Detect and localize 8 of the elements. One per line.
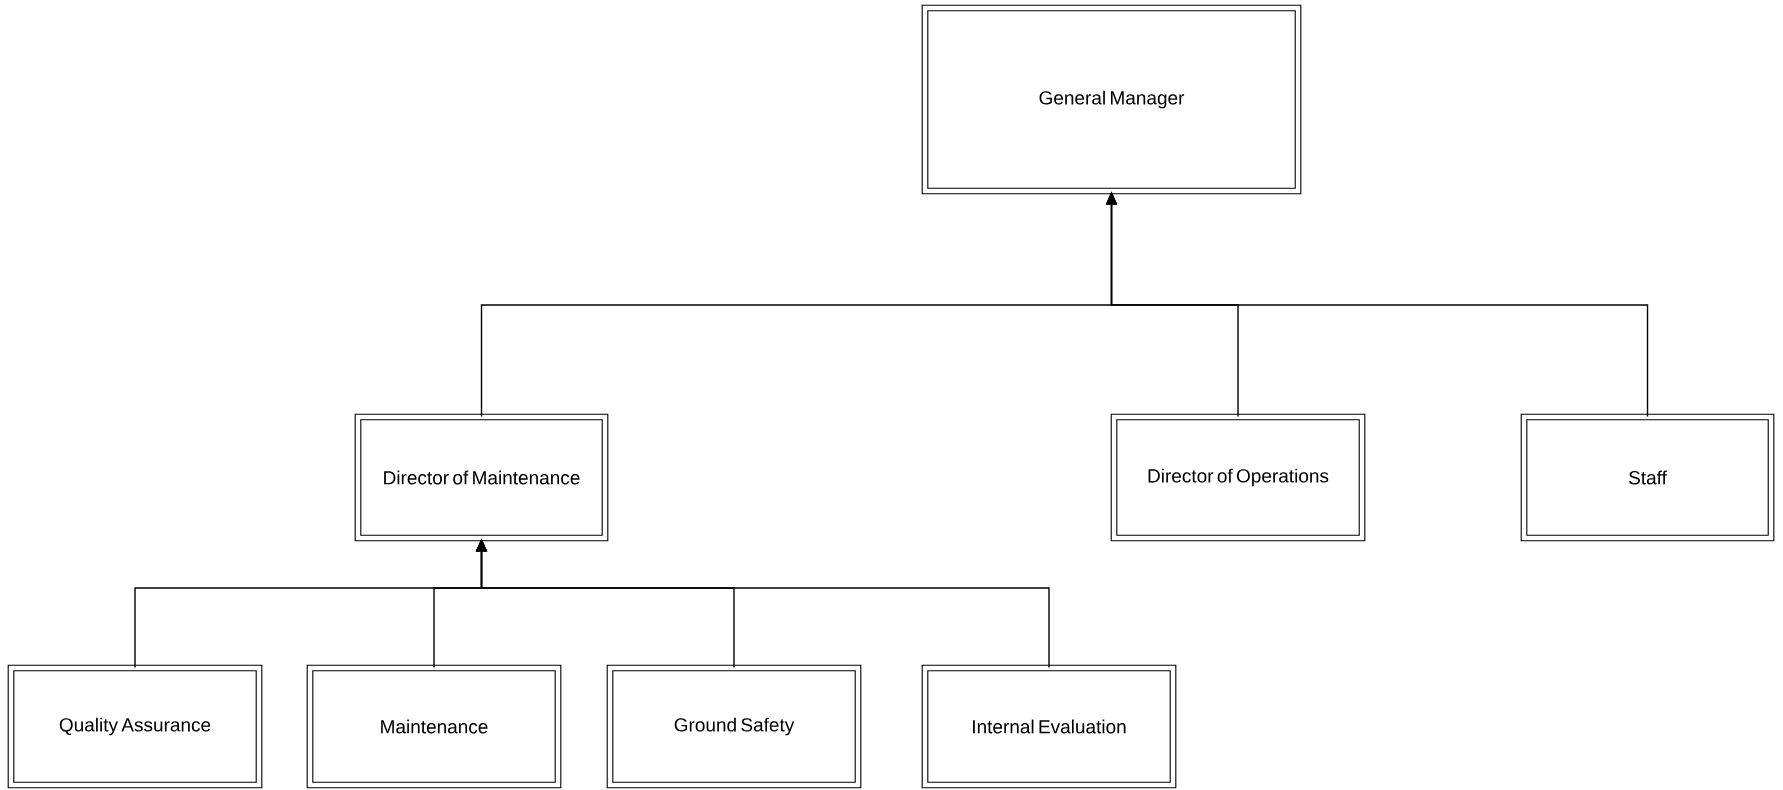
org-box: Internal Evaluation [921, 664, 1177, 789]
org-box: Maintenance [306, 664, 562, 789]
org-box: Quality Assurance [7, 664, 263, 789]
org-box: Staff [1520, 413, 1775, 542]
org-box: Director of Operations [1110, 413, 1366, 542]
org-box: Ground Safety [606, 664, 862, 789]
org-box: Director of Maintenance [354, 413, 609, 542]
org-box: General Manager [921, 4, 1302, 195]
